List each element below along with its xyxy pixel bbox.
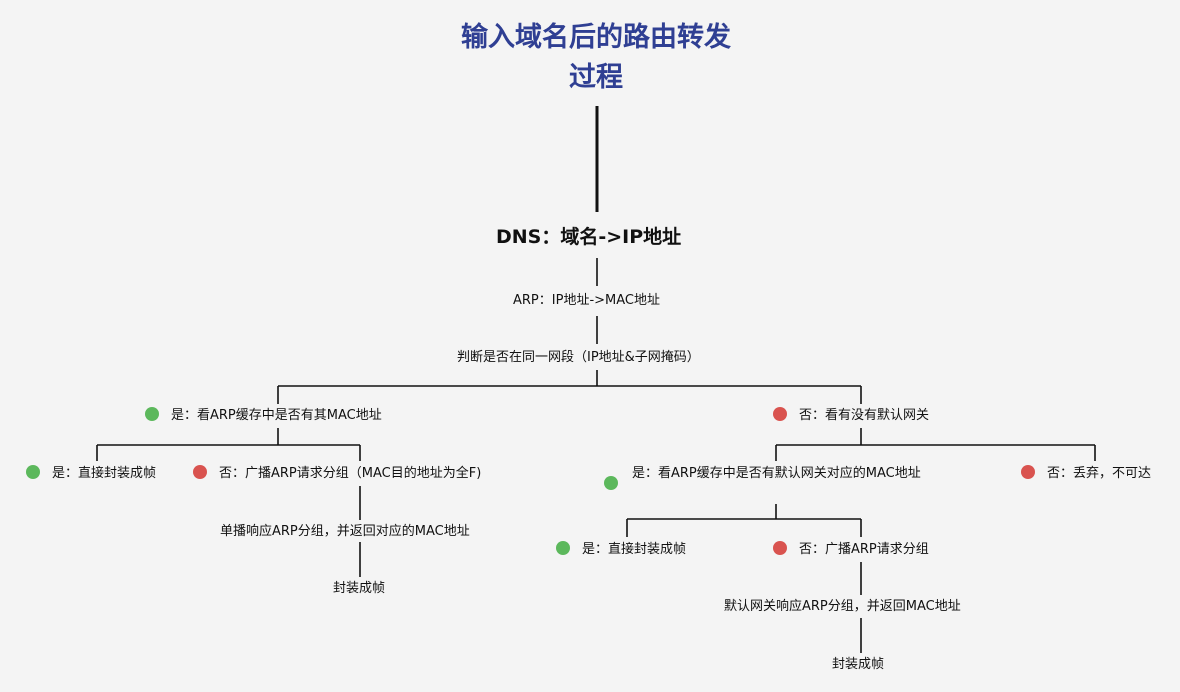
yes-dot-icon — [556, 541, 570, 555]
subnet-check-node: 判断是否在同一网段（IP地址&子网掩码） — [457, 350, 700, 365]
no-dot-icon — [773, 407, 787, 421]
left-unicast-node: 单播响应ARP分组，并返回对应的MAC地址 — [220, 524, 470, 539]
yes-dot-icon — [145, 407, 159, 421]
left-yes-label: 是：看ARP缓存中是否有其MAC地址 — [171, 408, 382, 423]
left-yes-no-label: 否：广播ARP请求分组（MAC目的地址为全F) — [219, 466, 482, 481]
no-dot-icon — [773, 541, 787, 555]
right-gw-yes-label: 是：看ARP缓存中是否有默认网关对应的MAC地址 — [632, 466, 921, 481]
right-no-node: 否：看有没有默认网关 — [773, 407, 929, 425]
yes-dot-icon — [26, 465, 40, 479]
diagram-title: 输入域名后的路由转发 过程 — [396, 18, 796, 98]
arp-node: ARP：IP地址->MAC地址 — [513, 293, 660, 308]
left-encap-node: 封装成帧 — [333, 581, 386, 596]
right-gw-no-label: 否：丢弃，不可达 — [1047, 466, 1152, 481]
left-yes-no-node: 否：广播ARP请求分组（MAC目的地址为全F) — [193, 465, 481, 483]
right-gw-yes-yes-label: 是：直接封装成帧 — [582, 542, 687, 557]
dns-node: DNS：域名->IP地址 — [496, 226, 682, 248]
title-line-2: 过程 — [569, 62, 623, 93]
left-yes-yes-node: 是：直接封装成帧 — [26, 465, 156, 483]
left-yes-yes-label: 是：直接封装成帧 — [52, 466, 157, 481]
title-line-1: 输入域名后的路由转发 — [461, 22, 731, 53]
right-gw-yes-no-label: 否：广播ARP请求分组 — [799, 542, 929, 557]
right-encap-node: 封装成帧 — [832, 657, 885, 672]
right-gw-yes-node: 是：看ARP缓存中是否有默认网关对应的MAC地址 — [604, 465, 966, 490]
left-yes-node: 是：看ARP缓存中是否有其MAC地址 — [145, 407, 382, 425]
right-gw-yes-yes-node: 是：直接封装成帧 — [556, 541, 686, 559]
no-dot-icon — [1021, 465, 1035, 479]
right-gw-no-node: 否：丢弃，不可达 — [1021, 465, 1151, 483]
right-no-label: 否：看有没有默认网关 — [799, 408, 930, 423]
yes-dot-icon — [604, 476, 618, 490]
no-dot-icon — [193, 465, 207, 479]
right-gw-reply-node: 默认网关响应ARP分组，并返回MAC地址 — [724, 599, 961, 614]
right-gw-yes-no-node: 否：广播ARP请求分组 — [773, 541, 929, 559]
